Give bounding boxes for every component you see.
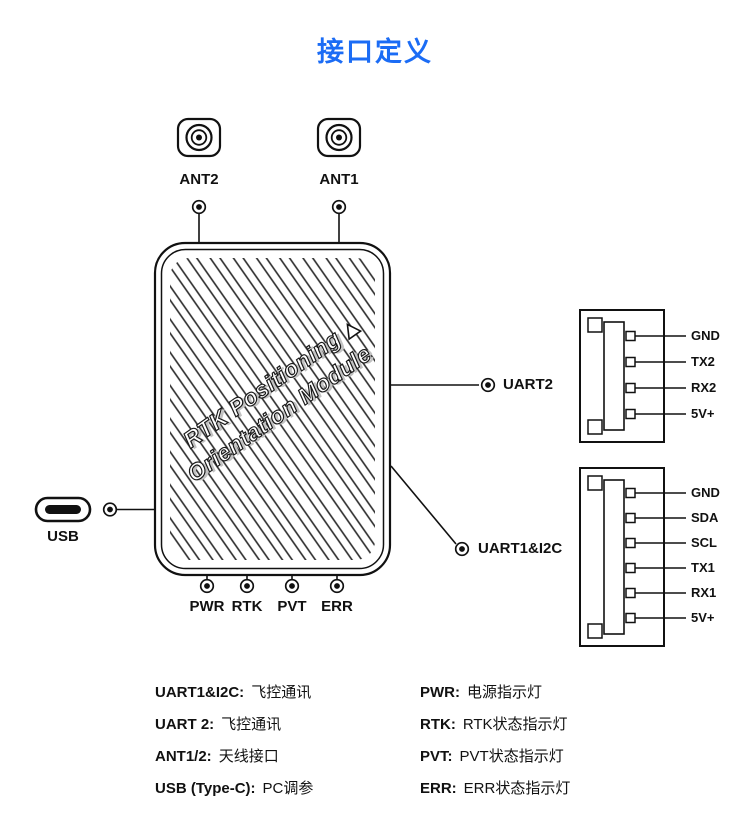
module-outline xyxy=(153,241,392,577)
page-title: 接口定义 xyxy=(317,37,433,67)
led-pin-dots xyxy=(199,576,345,594)
module-arrow-icon xyxy=(346,323,363,341)
pin-label-rx2: RX2 xyxy=(691,380,717,395)
ant1-antenna-icon xyxy=(316,117,362,158)
legend-key: RTK: xyxy=(420,716,456,733)
ant2-antenna-icon xyxy=(176,117,222,158)
legend-key: ERR: xyxy=(420,780,457,797)
uart2-connector-drawing xyxy=(579,309,686,443)
legend-key: UART 2: xyxy=(155,716,215,733)
legend-ant: ANT1/2: 天线接口 xyxy=(155,745,279,766)
legend-value: PC调参 xyxy=(262,780,314,797)
uart2-callout-label: UART2 xyxy=(503,376,554,393)
legend-value: 飞控通讯 xyxy=(251,684,312,701)
legend-value: 飞控通讯 xyxy=(221,716,282,733)
pin-label-scl: SCL xyxy=(691,535,717,550)
usb-label: USB xyxy=(47,528,79,545)
ant-pin-dots xyxy=(191,199,347,242)
legend-err: ERR: ERR状态指示灯 xyxy=(420,777,570,798)
legend-value: ERR状态指示灯 xyxy=(463,780,571,797)
pin-label-5v-uart2: 5V+ xyxy=(691,406,715,421)
pin-label-tx2: TX2 xyxy=(691,354,715,369)
legend-key: PWR: xyxy=(420,684,460,701)
pin-label-tx1: TX1 xyxy=(691,560,715,575)
legend-key: PVT: xyxy=(420,748,453,765)
legend-value: 天线接口 xyxy=(218,748,279,765)
usb-type-c-icon xyxy=(34,496,154,523)
ant1-label: ANT1 xyxy=(319,171,359,188)
pin-label-sda: SDA xyxy=(691,510,719,525)
led-label-pvt: PVT xyxy=(277,598,307,615)
ant2-label: ANT2 xyxy=(179,171,219,188)
legend-key: USB (Type-C): xyxy=(155,780,256,797)
legend-rtk: RTK: RTK状态指示灯 xyxy=(420,713,568,734)
led-label-rtk: RTK xyxy=(231,598,263,615)
legend-value: PVT状态指示灯 xyxy=(459,748,564,765)
led-label-err: ERR xyxy=(321,598,353,615)
uart1-i2c-connector-drawing xyxy=(579,467,686,647)
uart2-callout-line xyxy=(391,377,496,393)
pin-label-5v-uart1: 5V+ xyxy=(691,610,715,625)
legend-key: UART1&I2C: xyxy=(155,684,245,701)
legend-uart2: UART 2: 飞控通讯 xyxy=(155,713,281,734)
legend-usb: USB (Type-C): PC调参 xyxy=(155,777,313,798)
pin-label-rx1: RX1 xyxy=(691,585,717,600)
legend-value: RTK状态指示灯 xyxy=(462,716,568,733)
pin-label-gnd2: GND xyxy=(691,485,720,500)
led-label-pwr: PWR xyxy=(189,598,225,615)
pin-label-gnd: GND xyxy=(691,328,720,343)
legend-pwr: PWR: 电源指示灯 xyxy=(420,681,542,702)
legend-uart1-i2c: UART1&I2C: 飞控通讯 xyxy=(155,681,311,702)
uart1-i2c-callout-line xyxy=(390,465,470,557)
legend-pvt: PVT: PVT状态指示灯 xyxy=(420,745,564,766)
uart1-i2c-callout-label: UART1&I2C xyxy=(478,540,563,557)
legend-value: 电源指示灯 xyxy=(467,684,543,701)
legend-key: ANT1/2: xyxy=(155,748,212,765)
module-fins xyxy=(170,258,375,560)
